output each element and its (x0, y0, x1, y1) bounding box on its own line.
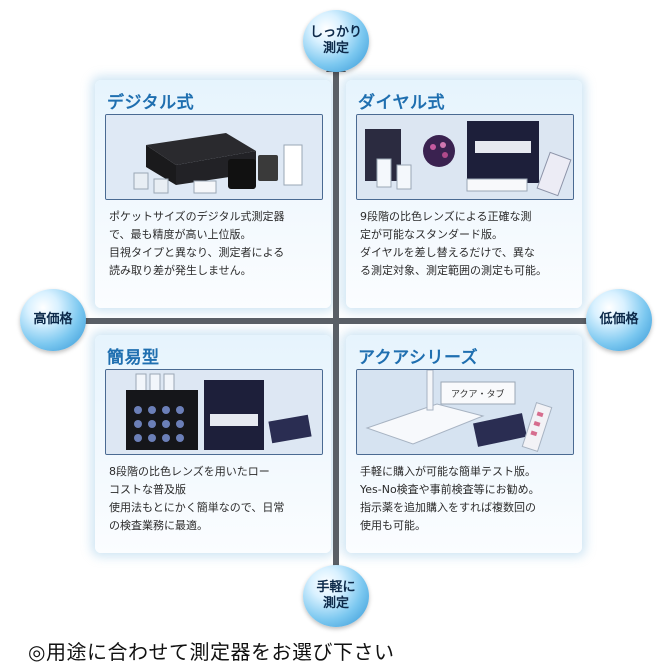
axis-label-top: しっかり測定 (303, 10, 369, 72)
panel-desc-aqua: 手軽に購入が可能な簡単テスト版。 Yes-No検査や事前検査等にお勧め。 指示薬… (360, 463, 574, 535)
axis-label-top-line: しっかり (309, 25, 362, 40)
panel-title-digital: デジタル式 (107, 93, 195, 113)
desc-line: 使用法もとにかく簡単なので、日常 (109, 501, 285, 514)
axis-label-top-line: 測定 (322, 41, 349, 56)
panel-title-dial: ダイヤル式 (358, 93, 445, 113)
caption: ◎用途に合わせて測定器をお選び下さい (28, 640, 395, 664)
aqua-kit-photo: アクア・タブ (356, 369, 574, 455)
desc-line: 使用も可能。 (360, 519, 426, 532)
panel-desc-dial: 9段階の比色レンズによる正確な測 定が可能なスタンダード版。 ダイヤルを差し替え… (360, 208, 574, 280)
panel-desc-simple: 8段階の比色レンズを用いたロー コストな普及版 使用法もとにかく簡単なので、日常… (109, 463, 323, 535)
desc-line: 指示薬を追加購入をすれば複数回の (360, 501, 536, 514)
panel-digital: デジタル式 ポケットサイズのデジタル式測定器 で、最も精度が高い上位版。 目視タ… (95, 80, 331, 308)
panel-desc-digital: ポケットサイズのデジタル式測定器 で、最も精度が高い上位版。 目視タイプと異なり… (109, 208, 323, 280)
desc-line: ポケットサイズのデジタル式測定器 (109, 210, 285, 223)
panel-dial: ダイヤル式 9段階の比色レンズによる正確な測 定が可能なスタンダード版。 ダイヤ… (346, 80, 582, 308)
desc-line: 8段階の比色レンズを用いたロー (109, 465, 270, 478)
desc-line: コストな普及版 (109, 483, 186, 496)
panel-title-simple: 簡易型 (107, 348, 160, 368)
axis-label-bottom-line: 手軽に (316, 580, 356, 595)
horizontal-axis (54, 318, 616, 324)
digital-meter-photo (105, 114, 323, 200)
desc-line: ダイヤルを差し替えるだけで、異な (360, 246, 535, 259)
desc-line: 目視タイプと異なり、測定者による (109, 246, 285, 259)
axis-label-bottom: 手軽に測定 (303, 565, 369, 627)
panel-simple: 簡易型 8段階の比色レンズを用いたロー コストな普及版 使用 (95, 335, 331, 553)
aqua-tab-label: アクア・タブ (451, 388, 505, 400)
desc-line: 定が可能なスタンダード版。 (360, 228, 503, 241)
axis-label-left: 高価格 (20, 289, 86, 351)
desc-line: の検査業務に最適。 (109, 519, 208, 532)
panel-title-aqua: アクアシリーズ (358, 348, 479, 368)
desc-line: る測定対象、測定範囲の測定も可能。 (360, 264, 547, 277)
simple-kit-photo (105, 369, 323, 455)
desc-line: 9段階の比色レンズによる正確な測 (360, 210, 532, 223)
desc-line: 手軽に購入が可能な簡単テスト版。 (360, 465, 536, 478)
desc-line: 読み取り差が発生しません。 (109, 264, 252, 277)
panel-aqua: アクアシリーズ アクア・タブ 手軽に購入が可能な簡単テスト版。 Yes-No検査… (346, 335, 582, 553)
desc-line: で、最も精度が高い上位版。 (109, 228, 252, 241)
axis-label-bottom-line: 測定 (322, 596, 349, 611)
dial-kit-photo (356, 114, 574, 200)
axis-label-right: 低価格 (586, 289, 652, 351)
desc-line: Yes-No検査や事前検査等にお勧め。 (360, 483, 540, 496)
